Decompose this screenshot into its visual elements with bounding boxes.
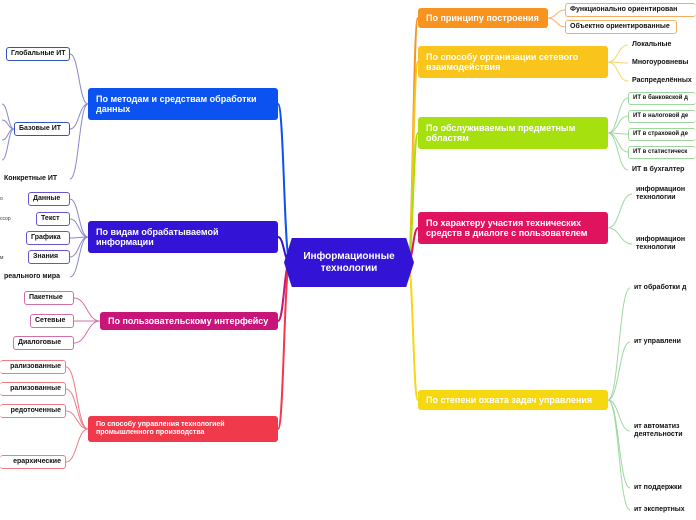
leaf-local[interactable]: Локальные <box>628 38 696 52</box>
leaf-batch[interactable]: Пакетные <box>24 291 74 305</box>
leaf-expert-systems-it[interactable]: ит экспертных <box>630 503 696 517</box>
connector-leaf-production-1 <box>65 388 89 430</box>
connector-leaf-ui-0 <box>73 297 101 322</box>
branch-construction-principle[interactable]: По принципу построения <box>418 8 548 28</box>
leaf-function-oriented[interactable]: Функционально ориентирован <box>565 3 696 17</box>
leaf-multilevel[interactable]: Многоуровневы <box>628 56 696 70</box>
central-topic[interactable]: Информационные технологии <box>284 238 414 287</box>
leaf-hierarchical[interactable]: ерархические <box>0 455 66 469</box>
connector-leaf-production-2 <box>65 410 89 430</box>
leaf-decision-support-it[interactable]: ит поддержки <box>630 481 696 495</box>
connector-leaf-production-3 <box>65 428 89 463</box>
leaf-banking-it[interactable]: ИТ в банковской д <box>628 92 696 105</box>
leaf-info-tech-1[interactable]: информацион технологии <box>632 183 696 205</box>
connector-leaf-coverage-1 <box>607 341 631 401</box>
connector-leaf-construction-1 <box>547 17 566 28</box>
leaf-object-oriented[interactable]: Объектно ориентированные <box>565 20 677 34</box>
leaf-centralized[interactable]: рализованные <box>0 360 66 374</box>
leaf-info-tech-2[interactable]: информацион технологии <box>632 233 696 255</box>
leaf-global-it[interactable]: Глобальные ИТ <box>6 47 70 61</box>
leaf-decentralized[interactable]: рализованные <box>0 382 66 396</box>
connector-basic-sub-3 <box>1 128 15 161</box>
leaf-data-processing-it[interactable]: ит обработки д <box>630 281 696 295</box>
connector-leaf-subject-1 <box>607 115 629 134</box>
connector-leaf-processing-2 <box>69 103 89 180</box>
connector-leaf-construction-0 <box>547 9 566 19</box>
connector-leaf-dialog-0 <box>607 193 633 229</box>
leaf-accounting-it[interactable]: ИТ в бухгалтер <box>628 163 696 177</box>
connector-leaf-dialog-1 <box>607 227 633 245</box>
leaf-graphics[interactable]: Графика <box>26 231 70 245</box>
branch-user-interface[interactable]: По пользовательскому интерфейсу <box>100 312 278 330</box>
connector-leaf-info-0 <box>69 198 89 238</box>
leaf-specific-it[interactable]: Конкретные ИТ <box>0 172 70 186</box>
leaf-management-it[interactable]: ит управлени <box>630 335 696 349</box>
leaf-insurance-it[interactable]: ИТ в страховой де <box>628 128 696 141</box>
connector-leaf-processing-0 <box>69 53 89 105</box>
branch-network-organization[interactable]: По способу организации сетевого взаимоде… <box>418 46 608 78</box>
connector-leaf-coverage-4 <box>607 399 631 511</box>
branch-information-types[interactable]: По видам обрабатываемой информации <box>88 221 278 253</box>
leaf-text[interactable]: Текст <box>36 212 70 226</box>
leaf-knowledge[interactable]: Знания <box>28 250 70 264</box>
connector-leaf-coverage-0 <box>607 287 631 401</box>
connector-leaf-info-4 <box>69 236 89 278</box>
connector-leaf-info-3 <box>69 236 89 258</box>
connector-leaf-network-0 <box>607 44 629 63</box>
connector-leaf-network-2 <box>607 61 629 82</box>
connector-leaf-subject-3 <box>607 132 629 153</box>
branch-processing-methods[interactable]: По методам и средствам обработки данных <box>88 88 278 120</box>
connector-leaf-subject-0 <box>607 97 629 134</box>
connector-leaf-coverage-2 <box>607 399 631 432</box>
note-data: о <box>0 196 3 202</box>
leaf-concentrated[interactable]: редоточенные <box>0 404 66 418</box>
note-knowledge: м <box>0 255 4 261</box>
connector-leaf-subject-4 <box>607 132 629 171</box>
note-text: ссор <box>0 216 11 222</box>
connector-center-network <box>407 61 419 263</box>
connector-center-coverage <box>407 261 419 401</box>
branch-task-coverage[interactable]: По степени охвата задач управления <box>418 390 608 410</box>
connector-leaf-coverage-3 <box>607 399 631 489</box>
leaf-dialog[interactable]: Диалоговые <box>13 336 74 350</box>
leaf-tax-it[interactable]: ИТ в налоговой де <box>628 110 696 123</box>
leaf-data[interactable]: Данные <box>28 192 70 206</box>
leaf-statistics-it[interactable]: ИТ в статистическ <box>628 146 696 159</box>
branch-subject-areas[interactable]: По обслуживаемым предметным областям <box>418 117 608 149</box>
leaf-real-world[interactable]: реального мира <box>0 270 70 284</box>
leaf-network[interactable]: Сетевые <box>30 314 74 328</box>
leaf-basic-it[interactable]: Базовые ИТ <box>14 122 70 136</box>
branch-production-control[interactable]: По способу управления технологией промыш… <box>88 416 278 442</box>
leaf-office-automation-it[interactable]: ит автоматиз деятельности <box>630 420 696 442</box>
connector-leaf-info-1 <box>69 218 89 238</box>
leaf-distributed[interactable]: Распределённых <box>628 74 696 88</box>
connector-leaf-ui-2 <box>73 320 101 344</box>
branch-dialog-participation[interactable]: По характеру участия технических средств… <box>418 212 608 244</box>
